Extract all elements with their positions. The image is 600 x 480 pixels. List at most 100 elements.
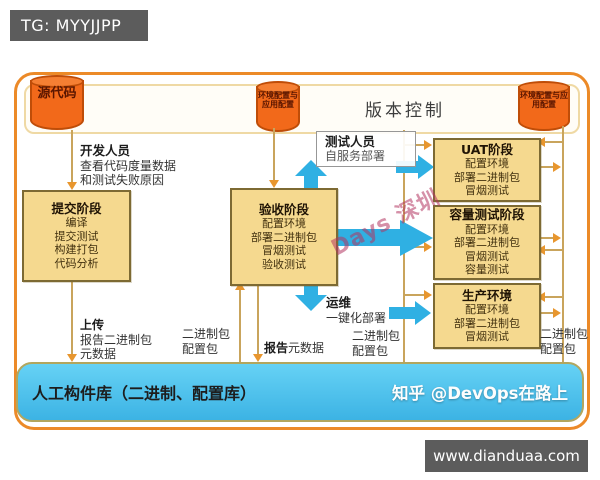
tg-watermark-badge: TG: MYYJJPP	[10, 10, 148, 41]
binary-config-label-right: 二进制包 配置包	[540, 327, 588, 356]
stage-item: 构建打包	[54, 243, 99, 257]
stage-item: 代码分析	[54, 256, 99, 270]
stage-commit: 提交阶段 编译 提交测试 构建打包 代码分析	[22, 190, 131, 282]
zhihu-watermark: 知乎 @DevOps在路上	[391, 384, 568, 403]
upload-line: 元数据	[80, 347, 117, 361]
developer-line: 查看代码度量数据	[80, 159, 177, 173]
arrow-right-icon	[553, 308, 561, 318]
flow-line-uat-in	[545, 141, 563, 143]
label-line: 配置包	[182, 341, 219, 356]
label-line: 配置包	[540, 341, 577, 356]
stage-title: 容量测试阶段	[449, 207, 525, 223]
blue-arrow-shaft	[304, 175, 318, 189]
ops-label: 运维 一键化部署	[326, 292, 386, 325]
stage-title: UAT阶段	[461, 141, 513, 157]
arrow-down-icon	[253, 354, 263, 362]
ops-title: 运维	[326, 295, 352, 310]
arrow-down-icon	[67, 354, 77, 362]
upload-line: 报告二进制包	[80, 332, 153, 347]
arrow-right-icon	[553, 233, 561, 243]
flow-line-acceptance-to-repo	[257, 282, 259, 354]
stage-item: 配置环境	[262, 217, 306, 231]
label-rest: 元数据	[288, 341, 325, 355]
developer-title: 开发人员	[80, 143, 131, 158]
stage-item: 部署二进制包	[454, 236, 520, 250]
artifact-repo-label: 人工构件库（二进制、配置库）	[32, 386, 257, 403]
label-line: 配置包	[352, 343, 389, 358]
stage-item: 冒烟测试	[465, 184, 509, 197]
blue-arrow-shaft	[336, 229, 400, 246]
cylinder-label: 源代码	[37, 86, 77, 101]
flow-line-commit-to-repo	[71, 278, 73, 354]
arrow-left-icon	[537, 245, 545, 255]
flow-line-production-out	[538, 312, 554, 314]
stage-item: 部署二进制包	[454, 170, 520, 184]
stage-item: 部署二进制包	[251, 230, 317, 244]
stage-title: 验收阶段	[258, 201, 309, 217]
flow-line-config-to-acceptance	[273, 128, 275, 180]
blue-arrow-right-icon	[418, 155, 434, 179]
site-url-watermark: www.dianduaa.com	[425, 440, 588, 472]
arrow-left-icon	[537, 292, 545, 302]
stage-item: 冒烟测试	[465, 330, 509, 343]
stage-item: 提交测试	[54, 229, 99, 243]
flow-line-uat-out	[538, 166, 554, 168]
arrow-down-icon	[269, 180, 279, 188]
cylinder-label: 环境配置与应用配置	[258, 91, 298, 110]
stage-item: 部署二进制包	[454, 316, 520, 330]
db-cylinder-source-code: 源代码	[30, 75, 84, 130]
flow-line-production-in	[545, 296, 563, 298]
arrow-up-icon	[235, 282, 245, 290]
label-line: 二进制包	[540, 327, 589, 341]
blue-arrow-right-icon	[415, 301, 431, 325]
stage-production: 生产环境 配置环境 部署二进制包 冒烟测试	[433, 283, 541, 349]
label-line: 二进制包	[182, 327, 231, 341]
stage-item: 配置环境	[465, 157, 509, 170]
blue-arrow-shaft	[304, 283, 318, 296]
arrow-down-icon	[67, 182, 77, 190]
binary-config-label-mid: 二进制包 配置包	[352, 329, 400, 358]
ops-subtitle: 一键化部署	[326, 311, 387, 325]
stage-item: 编译	[65, 216, 88, 230]
label-line: 二进制包	[352, 329, 401, 343]
blue-arrow-shaft	[389, 307, 415, 319]
developer-label: 开发人员 查看代码度量数据 和测试失败原因	[80, 140, 176, 187]
blue-arrow-down-icon	[295, 295, 327, 311]
db-cylinder-env-config-right: 环境配置与应用配置	[518, 81, 570, 131]
arrow-right-icon	[553, 162, 561, 172]
stage-title: 提交阶段	[51, 200, 102, 216]
binary-config-label-left: 二进制包 配置包	[182, 327, 230, 356]
developer-line: 和测试失败原因	[80, 173, 165, 187]
tester-title: 测试人员	[325, 134, 376, 149]
upload-title: 上传	[80, 318, 105, 332]
label-bold: 报告	[264, 341, 289, 355]
stage-uat: UAT阶段 配置环境 部署二进制包 冒烟测试	[433, 138, 541, 202]
stage-capacity-test: 容量测试阶段 配置环境 部署二进制包 冒烟测试 容量测试	[433, 205, 541, 280]
tester-label: 测试人员 自服务部署	[316, 131, 416, 167]
upload-label: 上传 报告二进制包 元数据	[80, 318, 152, 362]
version-control-title: 版本控制	[365, 101, 445, 120]
flow-line-repo-to-acceptance	[239, 290, 241, 362]
flow-line-right-vertical	[562, 126, 564, 362]
cylinder-label: 环境配置与应用配置	[520, 91, 568, 110]
stage-acceptance: 验收阶段 配置环境 部署二进制包 冒烟测试 验收测试	[230, 188, 338, 286]
version-control-band	[24, 84, 580, 134]
stage-item: 冒烟测试	[262, 244, 306, 258]
stage-item: 冒烟测试	[465, 249, 509, 263]
db-cylinder-env-config-mid: 环境配置与应用配置	[256, 81, 300, 132]
stage-item: 容量测试	[465, 263, 509, 277]
arrow-right-icon	[424, 290, 432, 300]
report-metadata-label: 报告元数据	[264, 341, 324, 356]
flow-line-to-production	[404, 294, 426, 296]
flow-line-capacity-out	[538, 237, 554, 239]
flow-line-source-to-commit	[71, 130, 73, 182]
artifact-repo-bar: 人工构件库（二进制、配置库） 知乎 @DevOps在路上	[16, 362, 584, 422]
stage-item: 配置环境	[465, 303, 509, 316]
flow-line-capacity-in	[545, 249, 563, 251]
stage-title: 生产环境	[461, 287, 512, 303]
arrow-right-icon	[424, 140, 432, 150]
blue-arrow-right-icon	[400, 220, 433, 256]
stage-item: 验收测试	[262, 257, 306, 271]
tester-subtitle: 自服务部署	[325, 149, 386, 163]
